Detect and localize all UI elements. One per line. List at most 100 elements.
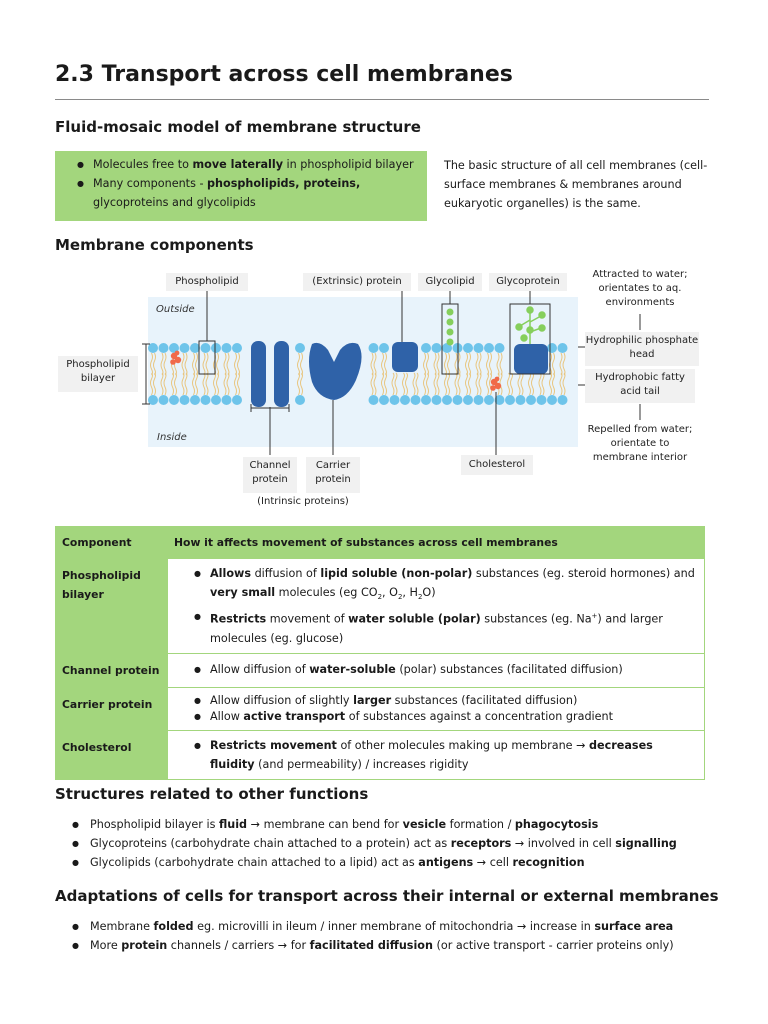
fatty-acid-tail	[184, 372, 188, 396]
phosphate-head-bottom	[557, 395, 568, 405]
fatty-acid-tail	[559, 352, 563, 376]
hydrophilic-head-label: Hydrophilic phosphate head	[585, 332, 699, 366]
fatty-acid-tail	[436, 372, 440, 396]
phosphate-head-bottom	[368, 395, 379, 405]
phosphate-head-top	[295, 343, 305, 353]
fatty-acid-tail	[216, 372, 219, 396]
function-bullet-glycolipids: Glycolipids (carbohydrate chain attached…	[70, 853, 730, 872]
fatty-acid-tail	[373, 372, 377, 396]
phosphate-head-top	[547, 343, 557, 353]
fatty-acid-tail	[475, 372, 479, 396]
cholesterol-molecule-left	[170, 350, 182, 365]
fatty-acid-tail	[552, 352, 555, 376]
fatty-acid-tail	[423, 352, 426, 376]
fatty-acid-tail	[370, 352, 374, 376]
fatty-acid-tail	[297, 352, 300, 376]
fatty-acid-tail	[234, 352, 237, 376]
fatty-acid-tail	[226, 352, 230, 376]
col-header-component: Component	[55, 526, 168, 559]
fatty-acid-tail	[205, 352, 209, 376]
table-row: Cholesterol Restricts movement of other …	[55, 729, 705, 780]
phosphate-head-top	[473, 343, 484, 353]
carrier-protein	[309, 342, 362, 400]
fatty-acid-tail	[489, 372, 492, 396]
phosphate-head-bottom	[452, 395, 463, 405]
fatty-acid-tail	[184, 352, 188, 376]
fatty-acid-tail	[520, 372, 524, 396]
phosphate-head-top	[221, 343, 232, 353]
fatty-acid-tail	[226, 372, 230, 396]
carrier-protein-effect-2: Allow active transport of substances aga…	[192, 709, 696, 725]
fatty-acid-tail	[394, 372, 398, 396]
table-row: Phospholipid bilayer Allows diffusion of…	[55, 558, 705, 654]
adaptation-bullet-protein: More protein channels / carriers → for f…	[70, 936, 730, 955]
intrinsic-proteins-label: (Intrinsic proteins)	[257, 496, 349, 507]
phosphate-head-bottom	[200, 395, 211, 405]
glycolipid-chain	[446, 308, 454, 346]
channel-protein-label: Channel protein	[243, 457, 297, 493]
other-functions-heading: Structures related to other functions	[55, 785, 369, 803]
extrinsic-protein-label: (Extrinsic) protein	[303, 273, 411, 291]
fatty-acid-tail	[213, 372, 216, 396]
fatty-acid-tail	[436, 352, 440, 376]
fatty-acid-tail	[223, 352, 227, 376]
phosphate-head-bottom	[410, 395, 421, 405]
fatty-acid-tail	[202, 372, 206, 396]
fatty-acid-tail	[195, 352, 198, 376]
fatty-acid-tail	[381, 372, 384, 396]
fatty-acid-tail	[496, 352, 500, 376]
fatty-acid-tail	[538, 372, 542, 396]
phosphate-head-top	[190, 343, 200, 353]
fatty-acid-tail	[163, 352, 167, 376]
fatty-acid-tail	[300, 372, 303, 396]
fatty-acid-tail	[384, 352, 387, 376]
fatty-acid-tail	[489, 352, 492, 376]
fatty-acid-tail	[433, 352, 437, 376]
fatty-acid-tail	[153, 352, 156, 376]
fatty-acid-tail	[381, 352, 384, 376]
extrinsic-protein	[392, 342, 418, 372]
phosphate-head-bottom	[505, 395, 515, 405]
phosphate-head-top	[431, 343, 442, 353]
fatty-acid-tail	[402, 372, 405, 396]
phosphate-head-bottom	[169, 395, 179, 405]
fatty-acid-tail	[237, 372, 240, 396]
channel-protein-right	[274, 341, 289, 407]
phosphate-head-bottom	[494, 395, 505, 405]
phosphate-head-top	[494, 343, 505, 353]
row-name-carrier: Carrier protein	[55, 686, 168, 731]
phosphate-head-top	[421, 343, 431, 353]
cholesterol-molecule-right	[490, 376, 502, 391]
fatty-acid-tail	[444, 352, 447, 376]
fm-bullet-2: Many components - phospholipids, protein…	[75, 174, 425, 212]
fatty-acid-tail	[370, 372, 374, 396]
repelled-from-water-note: Repelled from water; orientate to membra…	[587, 424, 693, 463]
phosphate-head-bottom	[232, 395, 242, 405]
fatty-acid-tail	[415, 372, 419, 396]
fatty-acid-tail	[373, 352, 377, 376]
phosphate-head-top	[557, 343, 568, 353]
fatty-acid-tail	[457, 372, 461, 396]
function-bullet-fluid: Phospholipid bilayer is fluid → membrane…	[70, 815, 730, 834]
fatty-acid-tail	[447, 372, 450, 396]
phosphate-head-bottom	[211, 395, 221, 405]
fatty-acid-tail	[160, 352, 164, 376]
phosphate-head-top	[463, 343, 473, 353]
fatty-acid-tails	[150, 352, 566, 396]
phosphate-head-bottom	[295, 395, 305, 405]
fatty-acid-tail	[454, 352, 458, 376]
fatty-acid-tail	[405, 372, 408, 396]
phosphate-head-bottom	[463, 395, 473, 405]
fatty-acid-tail	[552, 372, 555, 396]
phospholipid-restricts: Restricts movement of water soluble (pol…	[192, 607, 696, 648]
phosphate-head-bottom	[526, 395, 536, 405]
components-table: Component How it affects movement of sub…	[55, 526, 705, 780]
inside-label: Inside	[157, 432, 187, 443]
fatty-acid-tail	[192, 352, 195, 376]
fatty-acid-tail	[447, 352, 450, 376]
phosphate-head-top	[169, 343, 179, 353]
fatty-acid-tail	[391, 372, 395, 396]
diagram-background	[148, 297, 578, 447]
phosphate-head-top	[211, 343, 221, 353]
fatty-acid-tail	[433, 372, 437, 396]
